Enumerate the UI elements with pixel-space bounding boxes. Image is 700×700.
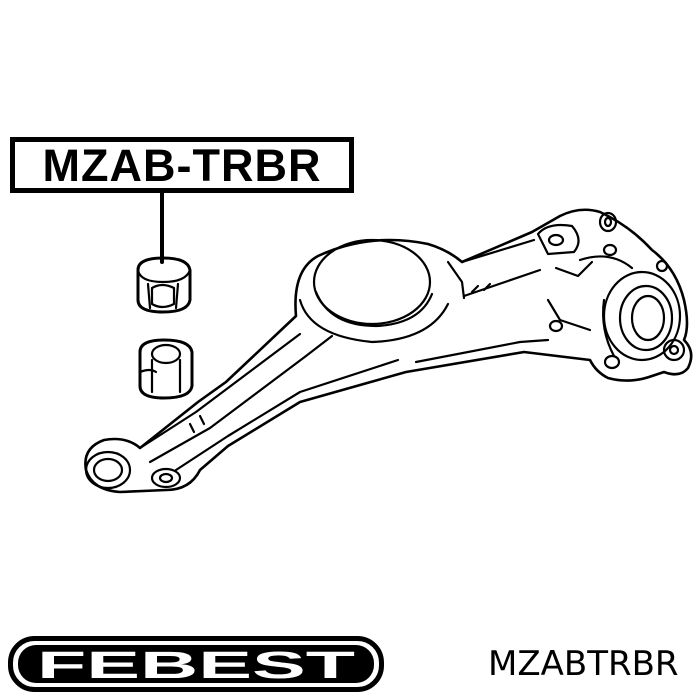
part-number-label: MZAB-TRBR xyxy=(42,139,322,191)
logo-wordmark: FEBEST xyxy=(37,645,355,687)
part-number-callout: MZAB-TRBR xyxy=(10,137,354,193)
part-code: MZABTRBR xyxy=(488,644,679,684)
bushing-assembled-icon xyxy=(136,256,192,314)
febest-logo: FEBEST xyxy=(8,636,384,692)
suspension-arm-icon xyxy=(84,208,693,494)
bushing-sleeve-icon xyxy=(138,338,194,400)
